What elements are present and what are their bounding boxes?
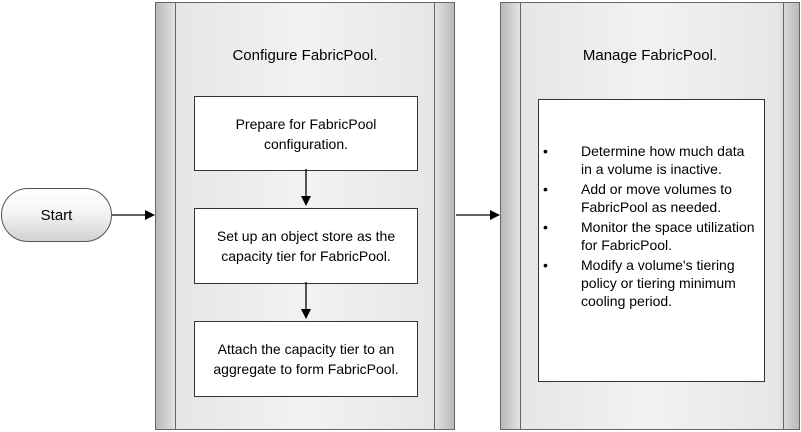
bullet-icon: • bbox=[543, 181, 548, 197]
step-label: Set up an object store as the capacity t… bbox=[216, 228, 396, 264]
bullet-icon: • bbox=[543, 257, 548, 273]
lane-manage-fabricpool: Manage FabricPool. • Determine how much … bbox=[500, 2, 800, 430]
lane-right-rail bbox=[783, 3, 784, 429]
lane-left-rail bbox=[520, 3, 521, 429]
start-node: Start bbox=[1, 188, 112, 242]
step-prepare-configuration: Prepare for FabricPool configuration. bbox=[194, 96, 418, 171]
task-item: • Modify a volume's tiering policy or ti… bbox=[539, 256, 764, 310]
task-item: • Determine how much data in a volume is… bbox=[539, 142, 764, 178]
lane-title-manage: Manage FabricPool. bbox=[582, 47, 718, 64]
lane-right-rail bbox=[434, 3, 435, 429]
task-item: • Monitor the space utilization for Fabr… bbox=[539, 218, 764, 254]
task-item: • Add or move volumes to FabricPool as n… bbox=[539, 180, 764, 216]
task-text: Monitor the space utilization for Fabric… bbox=[581, 219, 755, 253]
manage-task-box: • Determine how much data in a volume is… bbox=[538, 99, 765, 382]
manage-task-list: • Determine how much data in a volume is… bbox=[539, 142, 764, 312]
inner-connector-layer bbox=[301, 169, 311, 319]
task-text: Add or move volumes to FabricPool as nee… bbox=[581, 181, 732, 215]
step-label: Attach the capacity tier to an aggregate… bbox=[213, 341, 399, 377]
lane-title-configure: Configure FabricPool. bbox=[232, 47, 378, 64]
lane-left-rail bbox=[175, 3, 176, 429]
task-text: Determine how much data in a volume is i… bbox=[581, 143, 745, 177]
step-attach-capacity-tier: Attach the capacity tier to an aggregate… bbox=[194, 321, 418, 397]
bullet-icon: • bbox=[543, 143, 548, 159]
task-text: Modify a volume's tiering policy or tier… bbox=[581, 257, 736, 309]
start-label: Start bbox=[40, 206, 73, 224]
step-label: Prepare for FabricPool configuration. bbox=[235, 115, 377, 152]
step-set-up-object-store: Set up an object store as the capacity t… bbox=[194, 208, 418, 284]
lane-configure-fabricpool: Configure FabricPool. Prepare for Fabric… bbox=[155, 2, 455, 430]
bullet-icon: • bbox=[543, 219, 548, 235]
